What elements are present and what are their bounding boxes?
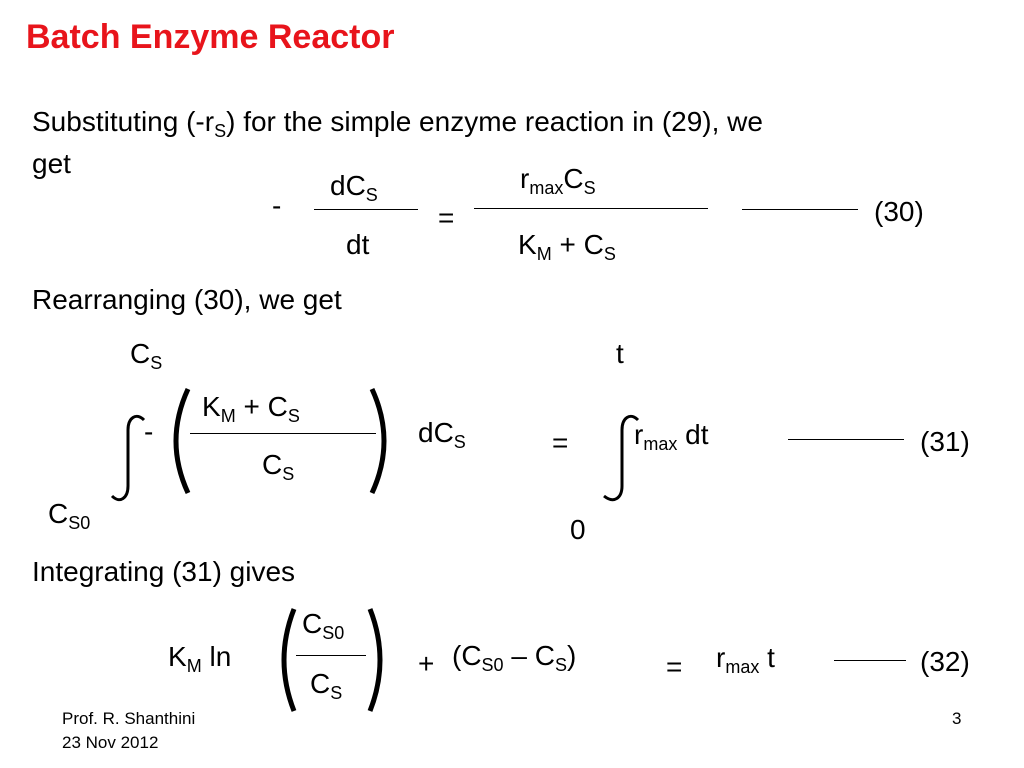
eq31-upper-sub: S (150, 353, 163, 373)
eq32-leader-line (834, 660, 906, 661)
eq32-km-ln: KM ln (168, 641, 232, 676)
slide-title: Batch Enzyme Reactor (26, 18, 395, 56)
eq32-k: K (168, 641, 187, 672)
eq31-den-sub: S (282, 464, 295, 484)
eq30-rhs-numerator: rmaxCS (520, 163, 596, 198)
eq31-fraction-denominator: CS (262, 449, 294, 484)
eq30-c-sub: S (583, 178, 596, 198)
eq32-r-sub: max (725, 657, 760, 677)
eq31-number: (31) (920, 426, 970, 457)
intro-line-1: Substituting (-rS) for the simple enzyme… (32, 106, 763, 141)
eq32-difference: (CS0 – CS) (452, 640, 577, 675)
eq32-t: t (759, 642, 775, 673)
eq32-fraction-denominator: CS (310, 668, 342, 703)
eq32-fraction-numerator: CS0 (302, 608, 344, 643)
eq30-dc-sub: S (365, 185, 378, 205)
eq32-plus: + (418, 648, 435, 679)
eq32-fraction-bar (296, 655, 366, 656)
eq32-close: ) (566, 640, 577, 671)
eq31-c-sub: S (287, 406, 300, 426)
eq32-ln: ln (201, 641, 232, 672)
eq31-r-sub: max (643, 434, 678, 454)
eq31-k: K (202, 391, 221, 422)
eq32-number: (32) (920, 646, 970, 677)
eq32-left-paren (281, 608, 297, 712)
eq32-equals: = (666, 651, 683, 682)
eq30-k: K (518, 229, 537, 260)
eq31-equals: = (552, 427, 569, 458)
eq31-r: r (634, 419, 644, 450)
eq32-num-c: C (302, 608, 323, 639)
eq30-plus-c: + C (551, 229, 604, 260)
intro-text: Substituting (-r (32, 106, 215, 137)
eq31-lower-limit: CS0 (48, 498, 90, 533)
intro-subscript: S (214, 121, 227, 141)
eq31-dcs: dCS (418, 417, 466, 452)
eq31-lower-c: C (48, 498, 69, 529)
eq30-leader-line (742, 209, 858, 210)
rearranging-text: Rearranging (30), we get (32, 284, 342, 315)
eq30-lhs-fraction-bar (314, 209, 418, 210)
eq31-right-paren (369, 387, 387, 495)
eq32-r: r (716, 642, 726, 673)
eq31-lower-sub: S0 (68, 513, 91, 533)
eq31-upper-c: C (130, 338, 151, 369)
eq31-den-c: C (262, 449, 283, 480)
eq30-dc: dC (330, 170, 366, 201)
eq32-num-sub: S0 (322, 623, 345, 643)
eq30-number: (30) (874, 196, 924, 227)
eq31-plus-c: + C (235, 391, 288, 422)
eq31-upper-limit: CS (130, 338, 162, 373)
eq30-c: C (563, 163, 584, 194)
footer-author: Prof. R. Shanthini (62, 709, 196, 728)
eq30-r-sub: max (529, 178, 564, 198)
footer-page-number: 3 (952, 709, 962, 728)
eq31-dc-sub: S (453, 432, 466, 452)
eq31-integral-sign-left (110, 414, 146, 502)
eq30-minus: - (272, 190, 282, 221)
eq30-equals: = (438, 202, 455, 233)
eq31-fraction-numerator: KM + CS (202, 391, 300, 426)
eq32-right-paren (367, 608, 383, 712)
eq30-lhs-numerator: dCS (330, 170, 378, 205)
eq31-left-paren (173, 387, 191, 495)
eq32-open: (C (452, 640, 482, 671)
eq31-rhs-integrand: rmax dt (634, 419, 709, 454)
eq30-r: r (520, 163, 530, 194)
integrating-text: Integrating (31) gives (32, 556, 296, 587)
eq31-rhs-lower-limit: 0 (570, 514, 586, 545)
eq31-minus: - (144, 416, 154, 447)
eq32-minus-c: – C (503, 640, 555, 671)
footer-date: 23 Nov 2012 (62, 733, 159, 752)
eq30-rhs-denominator: KM + CS (518, 229, 616, 264)
eq32-k-sub: M (186, 656, 202, 676)
eq32-sub2: S (554, 655, 567, 675)
eq30-lhs-denominator: dt (346, 229, 370, 260)
eq32-den-c: C (310, 668, 331, 699)
eq31-fraction-bar (190, 433, 376, 434)
eq30-c2-sub: S (603, 244, 616, 264)
eq32-sub1: S0 (481, 655, 504, 675)
eq32-rhs: rmax t (716, 642, 775, 677)
eq32-den-sub: S (330, 683, 343, 703)
eq31-dt: dt (677, 419, 709, 450)
intro-text-rest: ) for the simple enzyme reaction in (29)… (226, 106, 763, 137)
intro-line-2: get (32, 148, 71, 179)
eq31-k-sub: M (220, 406, 236, 426)
eq30-k-sub: M (536, 244, 552, 264)
eq30-rhs-fraction-bar (474, 208, 708, 209)
eq31-rhs-upper-limit: t (616, 338, 624, 369)
eq31-dc: dC (418, 417, 454, 448)
eq31-leader-line (788, 439, 904, 440)
eq31-integral-sign-right (603, 414, 640, 502)
